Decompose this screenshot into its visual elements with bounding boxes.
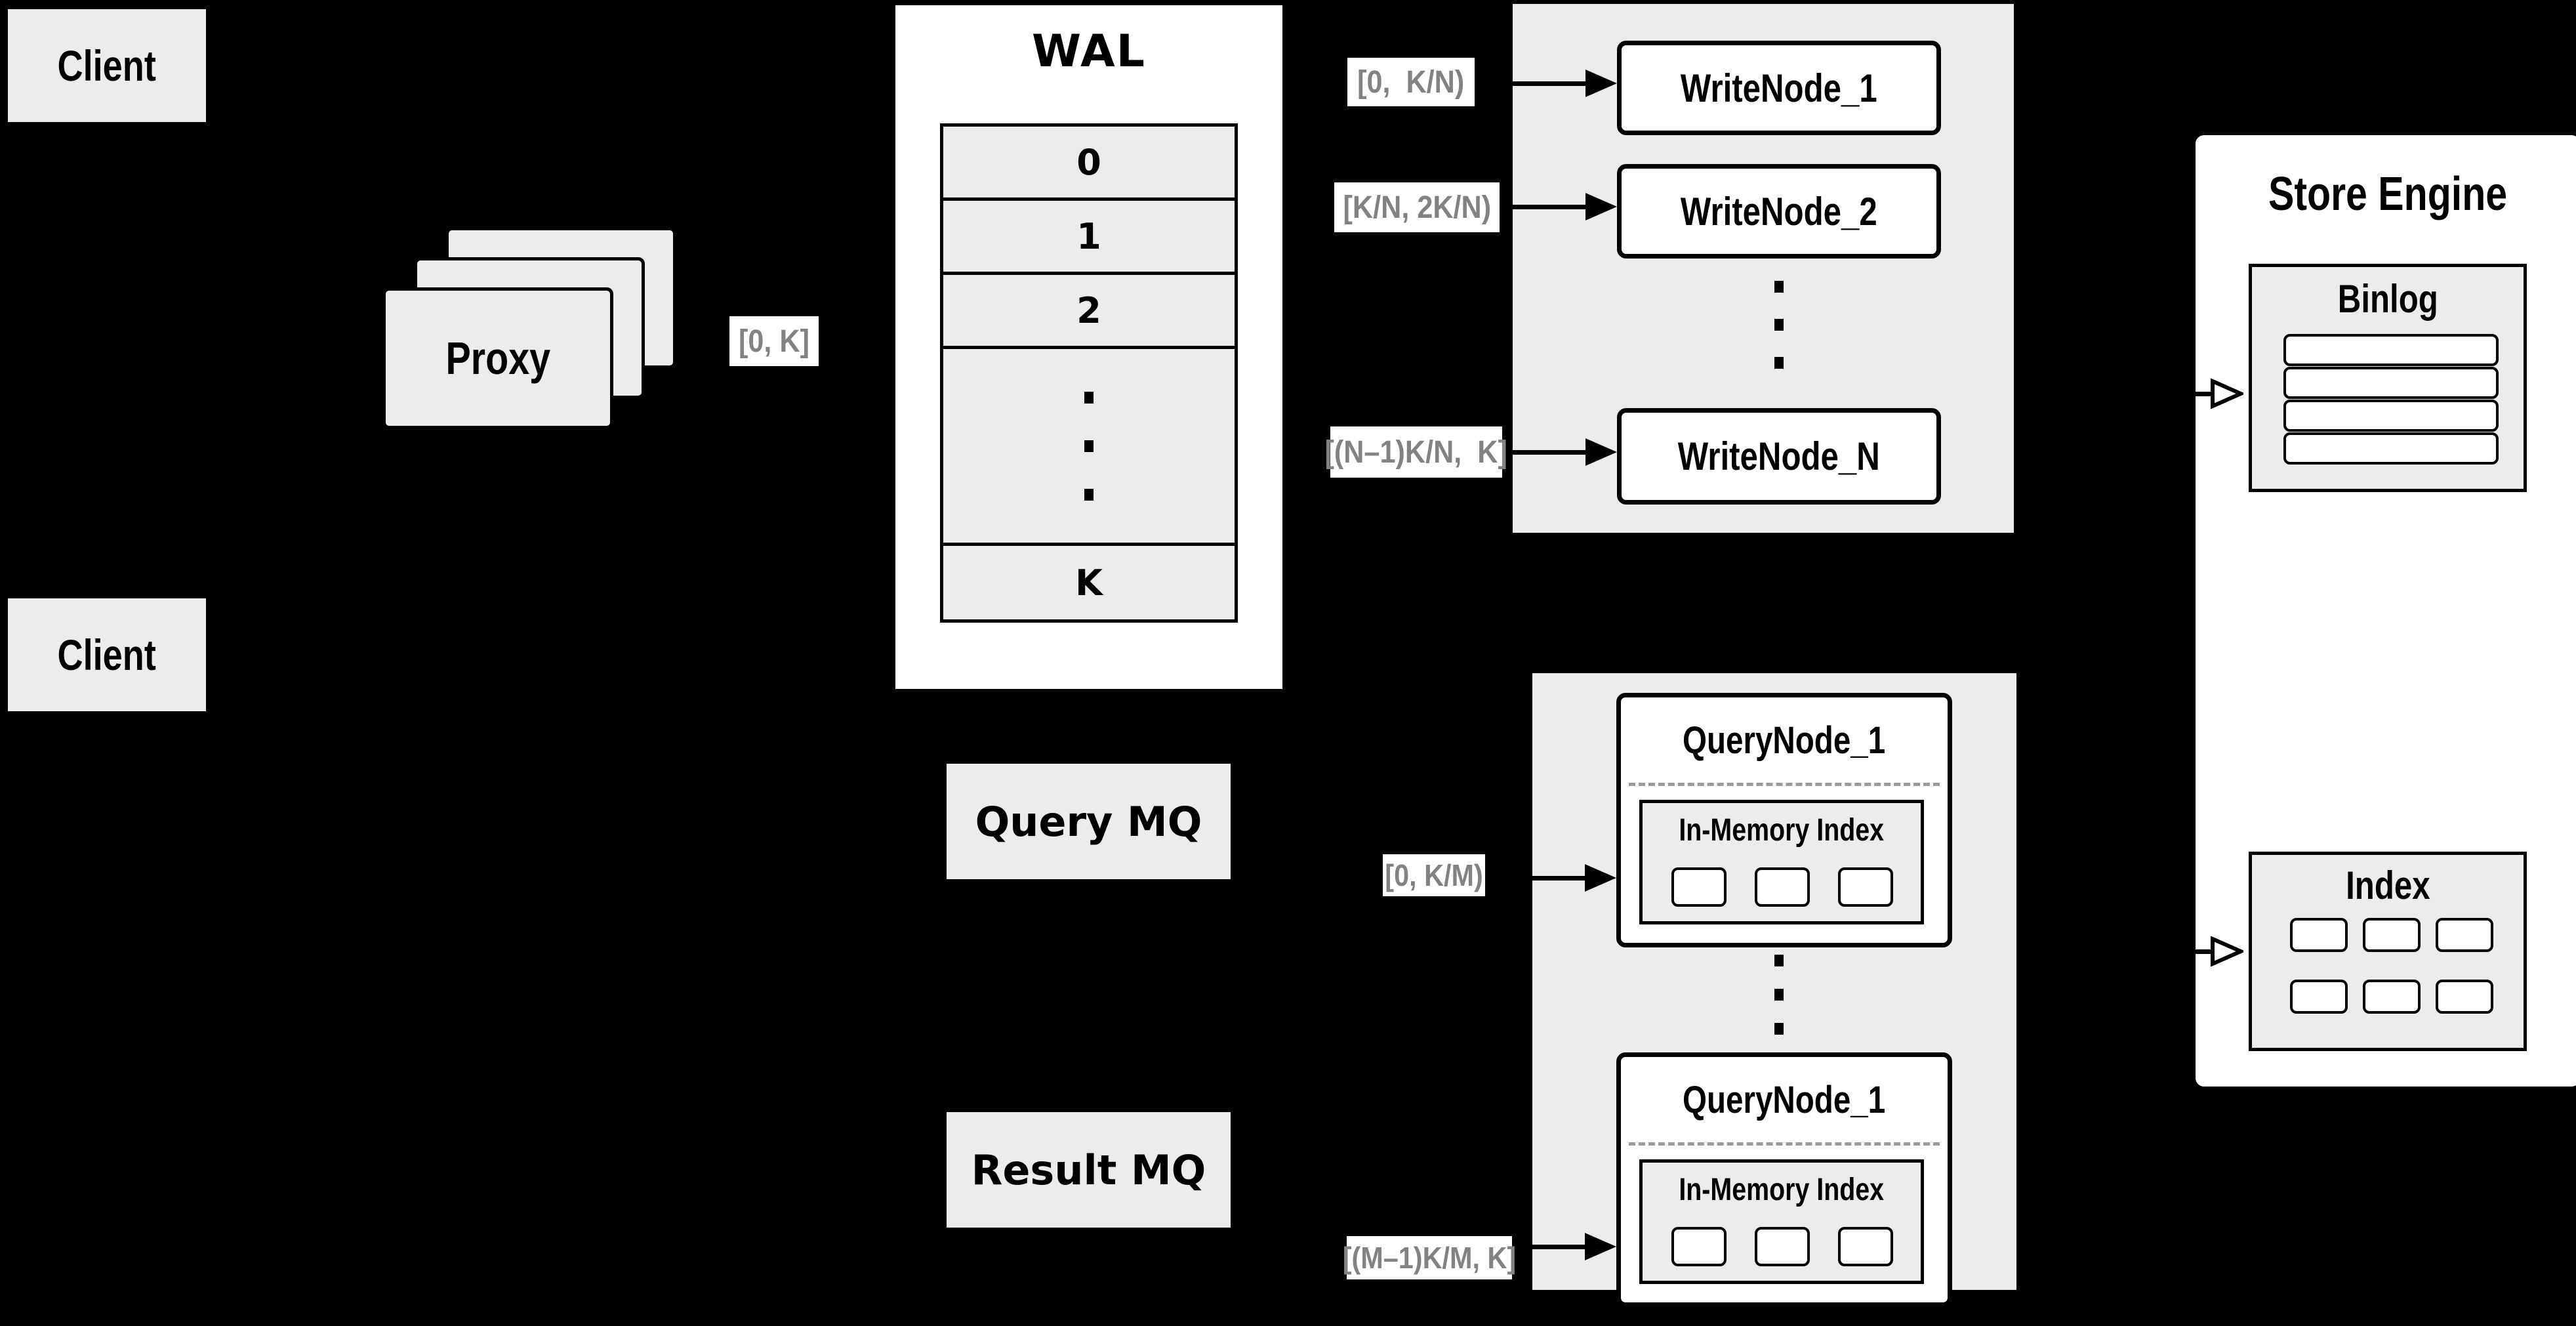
wal-box: WAL 0 1 2 K <box>895 5 1282 689</box>
client-top-label: Client <box>57 41 157 90</box>
write-range-text-3: [(N–1)K/N, K] <box>1324 434 1508 470</box>
arrow-to-index <box>2194 936 2243 966</box>
index-cell-row <box>2290 980 2493 1014</box>
index-cell <box>2363 918 2421 952</box>
write-range-text-2: [K/N, 2K/N) <box>1343 190 1491 225</box>
binlog-row <box>2283 367 2499 399</box>
write-node-n-box: WriteNode_N <box>1617 408 1941 505</box>
proxy-label: Proxy <box>445 333 550 384</box>
binlog-rows <box>2283 334 2499 465</box>
store-index-title: Index <box>2345 863 2430 907</box>
query-node-ellipsis-dots <box>1774 955 1784 1035</box>
wal-segment-row: 1 <box>943 201 1235 275</box>
query-node-1-label: QueryNode_1 <box>1683 718 1886 762</box>
imi-cells-1 <box>1671 867 1893 907</box>
query-range-text-2: [(M–1)K/M, K] <box>1342 1241 1517 1275</box>
wal-ellipsis-dots <box>1084 391 1094 501</box>
query-range-label-1: [0, K/M) <box>1383 854 1485 896</box>
in-memory-index-box-1: In-Memory Index <box>1639 800 1924 924</box>
binlog-row <box>2283 400 2499 432</box>
query-range-label-2: [(M–1)K/M, K] <box>1343 1236 1516 1279</box>
index-cell <box>2290 918 2348 952</box>
write-node-n-label: WriteNode_N <box>1677 434 1881 478</box>
wal-segment-row: K <box>943 546 1235 619</box>
result-mq-label: Result MQ <box>971 1146 1206 1194</box>
in-memory-index-title-2: In-Memory Index <box>1679 1172 1885 1207</box>
wal-segment-table: 0 1 2 K <box>940 123 1238 623</box>
binlog-title: Binlog <box>2337 276 2438 321</box>
query-node-2-divider <box>1629 1142 1940 1146</box>
store-index-box: Index <box>2249 852 2527 1051</box>
open-arrowhead-icon <box>2211 379 2243 409</box>
binlog-box: Binlog <box>2249 264 2527 492</box>
client-box-bottom: Client <box>8 598 206 711</box>
wal-segment-1: 1 <box>1076 215 1101 257</box>
store-index-title-area: Index <box>2252 855 2524 915</box>
wal-segment-2: 2 <box>1076 289 1101 331</box>
arrow-to-write-node-2 <box>1510 192 1617 222</box>
in-memory-index-box-2: In-Memory Index <box>1639 1159 1924 1284</box>
query-node-1-title-area: QueryNode_1 <box>1621 697 1948 783</box>
query-range-text-1: [0, K/M) <box>1385 858 1483 892</box>
index-cell <box>2436 980 2493 1014</box>
client-bottom-label: Client <box>57 631 157 679</box>
index-cell <box>2436 918 2493 952</box>
write-node-2-box: WriteNode_2 <box>1617 164 1941 259</box>
imi-cell <box>1671 867 1727 907</box>
write-node-1-label: WriteNode_1 <box>1681 66 1877 110</box>
imi-cell <box>1838 867 1893 907</box>
wal-segment-k: K <box>1075 562 1103 604</box>
binlog-row <box>2283 334 2499 366</box>
result-mq-box: Result MQ <box>947 1112 1231 1228</box>
arrow-to-binlog <box>2194 379 2243 409</box>
arrow-to-query-node-2 <box>1530 1232 1616 1262</box>
imi-cell <box>1671 1227 1727 1266</box>
write-range-label-2: [K/N, 2K/N) <box>1334 182 1500 232</box>
arrow-to-write-node-1 <box>1510 68 1617 98</box>
client-box-top: Client <box>8 9 206 122</box>
write-range-text-1: [0, K/N) <box>1357 64 1465 100</box>
query-node-1-divider <box>1629 783 1940 786</box>
imi-cell <box>1838 1227 1893 1266</box>
index-cell <box>2363 980 2421 1014</box>
write-range-label-3: [(N–1)K/N, K] <box>1325 426 1507 478</box>
proxy-range-text: [0, K] <box>739 323 809 359</box>
write-node-ellipsis-dots <box>1774 281 1784 369</box>
write-node-1-box: WriteNode_1 <box>1617 41 1941 135</box>
wal-segment-row: 2 <box>943 275 1235 349</box>
index-cell <box>2290 980 2348 1014</box>
wal-segment-0: 0 <box>1076 141 1101 183</box>
query-node-2-box: QueryNode_1 In-Memory Index <box>1616 1052 1952 1307</box>
wal-title: WAL <box>1032 25 1146 77</box>
query-node-2-title-area: QueryNode_1 <box>1621 1057 1948 1142</box>
write-node-2-label: WriteNode_2 <box>1681 189 1877 234</box>
write-range-label-1: [0, K/N) <box>1347 58 1475 106</box>
query-mq-box: Query MQ <box>947 764 1231 879</box>
imi-cells-2 <box>1671 1227 1893 1266</box>
index-cell-row <box>2290 918 2493 952</box>
open-arrowhead-icon <box>2211 936 2243 966</box>
binlog-row <box>2283 432 2499 465</box>
wal-title-area: WAL <box>895 5 1282 97</box>
arrow-to-write-node-n <box>1510 437 1617 467</box>
imi-title-area: In-Memory Index <box>1643 803 1921 857</box>
query-node-2-label: QueryNode_1 <box>1683 1078 1886 1121</box>
query-mq-label: Query MQ <box>975 797 1202 846</box>
store-engine-title: Store Engine <box>2268 168 2508 220</box>
wal-segment-row: 0 <box>943 127 1235 201</box>
imi-cell <box>1755 867 1810 907</box>
arrow-to-query-node-1 <box>1530 863 1616 893</box>
imi-title-area: In-Memory Index <box>1643 1163 1921 1216</box>
store-engine-title-area: Store Engine <box>2196 148 2576 240</box>
proxy-range-label: [0, K] <box>729 316 819 366</box>
binlog-title-area: Binlog <box>2252 267 2524 330</box>
wal-ellipsis-row <box>943 349 1235 546</box>
proxy-box-front: Proxy <box>382 287 613 429</box>
query-node-1-box: QueryNode_1 In-Memory Index <box>1616 693 1952 947</box>
imi-cell <box>1755 1227 1810 1266</box>
in-memory-index-title-1: In-Memory Index <box>1679 812 1885 848</box>
